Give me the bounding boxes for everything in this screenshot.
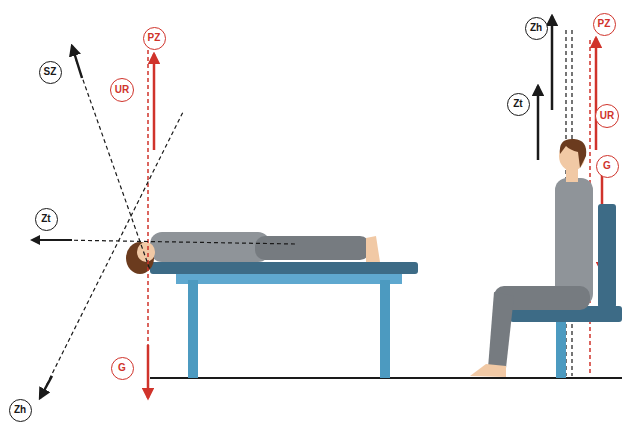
- axis-label-circle: Zh: [9, 399, 32, 422]
- axis-label-circle: G: [111, 357, 134, 380]
- axis-label: Zh: [530, 23, 542, 33]
- axis-label: UR: [600, 111, 614, 121]
- lying-person: [126, 232, 380, 274]
- axis-label-circle: Zt: [507, 93, 530, 116]
- axis-label-circle: G: [596, 155, 619, 178]
- axis-label: Zt: [41, 214, 50, 224]
- sitting-person: [470, 139, 593, 377]
- axis-label-circle: Zh: [525, 17, 548, 40]
- axis-label: G: [118, 363, 126, 373]
- table: [150, 262, 418, 378]
- axis-label-circle: SZ: [39, 61, 62, 84]
- axis-label: G: [603, 161, 611, 171]
- axis-label-circle: UR: [110, 78, 134, 102]
- axis-label: SZ: [44, 67, 57, 77]
- axis-label: PZ: [598, 19, 611, 29]
- axis-label: UR: [115, 85, 129, 95]
- axis-label-circle: UR: [595, 104, 619, 128]
- axis-label: Zh: [14, 405, 26, 415]
- axis-label: Zt: [513, 99, 522, 109]
- axis-label-circle: PZ: [143, 27, 166, 50]
- axis-label-circle: Zt: [35, 208, 58, 231]
- axis-label-circle: PZ: [593, 13, 616, 36]
- left-axes: [32, 46, 295, 398]
- axis-label: PZ: [148, 33, 161, 43]
